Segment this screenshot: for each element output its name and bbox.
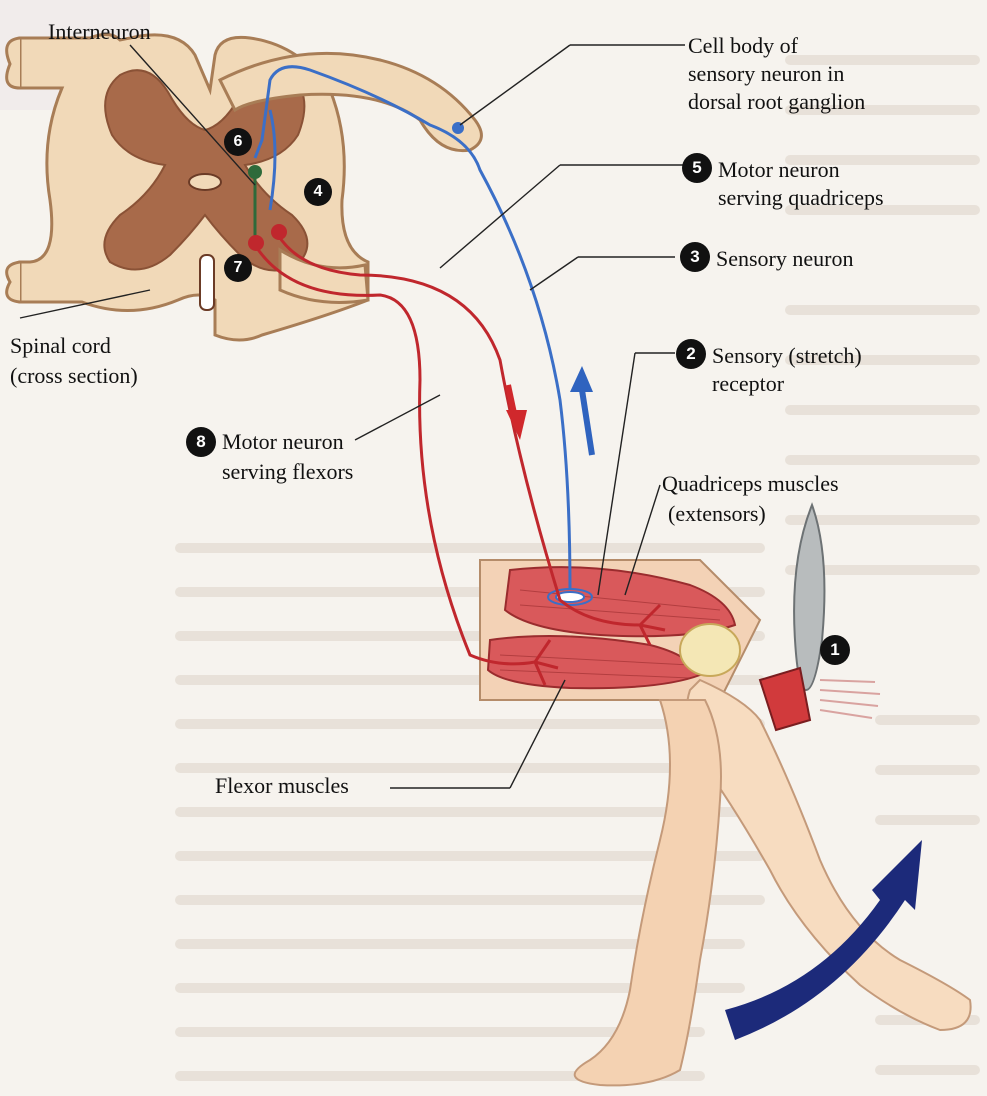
label-motor-flex-line-1: Motor neuron (222, 428, 344, 455)
label-stretch-receptor-line-2: receptor (712, 370, 784, 397)
label-spinal-cord-line-1: Spinal cord (10, 332, 111, 359)
label-quadriceps-line-2: (extensors) (668, 500, 766, 527)
label-quadriceps-line-1: Quadriceps muscles (662, 470, 839, 497)
marker-5: 5 (682, 153, 712, 183)
label-cell-body-line-3: dorsal root ganglion (688, 88, 865, 115)
marker-2: 2 (676, 339, 706, 369)
label-stretch-receptor-line-1: Sensory (stretch) (712, 342, 862, 369)
label-interneuron: Interneuron (48, 18, 151, 45)
marker-8: 8 (186, 427, 216, 457)
marker-4: 4 (304, 178, 332, 206)
label-cell-body-line-2: sensory neuron in (688, 60, 844, 87)
label-motor-quad-line-2: serving quadriceps (718, 184, 884, 211)
label-motor-flex-line-2: serving flexors (222, 458, 353, 485)
reflex-hammer (760, 505, 880, 730)
sensory-direction-arrow (570, 366, 593, 455)
thigh-muscles (480, 560, 760, 700)
label-sensory-neuron: Sensory neuron (716, 245, 853, 272)
marker-1: 1 (820, 635, 850, 665)
label-motor-quad-line-1: Motor neuron (718, 156, 840, 183)
marker-6: 6 (224, 128, 252, 156)
motor-direction-arrow (506, 385, 527, 440)
label-spinal-cord-line-2: (cross section) (10, 362, 138, 389)
marker-3: 3 (680, 242, 710, 272)
label-cell-body-line-1: Cell body of (688, 32, 798, 59)
marker-7: 7 (224, 254, 252, 282)
label-flexor-muscles: Flexor muscles (215, 772, 349, 799)
